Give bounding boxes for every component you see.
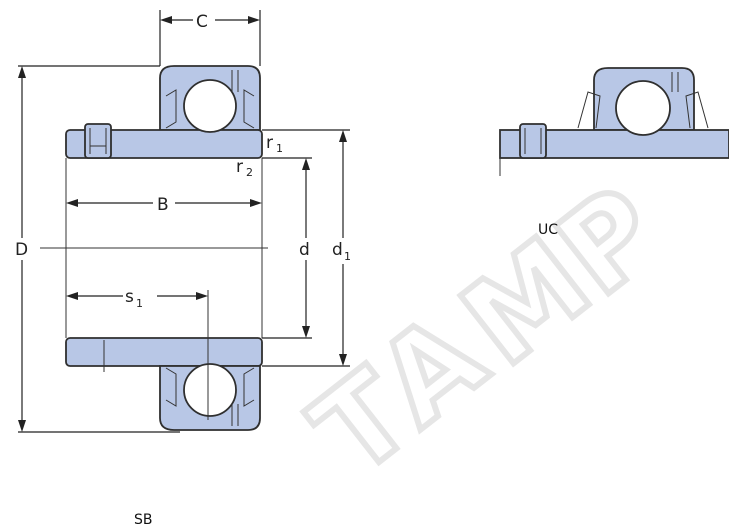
uc-seal-left [577,91,601,129]
label-B: B [157,195,169,215]
inner-ring-top [65,129,263,159]
label-d1: d [332,240,343,260]
dim-d-outer-bg [12,238,32,260]
dim-d-outer-arrow-bottom [18,420,26,432]
dim-d-bg [297,238,315,260]
label-r2-sub: 2 [246,166,253,179]
dim-s1-arrow-left [66,292,78,300]
uc-grub-screw [519,123,547,159]
dim-s1-bg [123,283,157,309]
dim-b-arrow-left [66,199,78,207]
seal-left-top [165,89,177,129]
dim-b-arrow-right [250,199,262,207]
label-s1-sub: 1 [136,297,143,310]
inner-ring-bottom [65,337,263,367]
dim-c-arrow-left [160,16,172,24]
uc-section-view: UC [499,67,729,238]
label-sb: SB [134,512,153,528]
label-d1-sub: 1 [344,250,351,263]
label-r1: r [266,133,273,153]
sb-section-view: D C B s 1 d d [12,8,358,433]
seal-right-top [243,89,255,129]
dim-b-bg [153,191,175,215]
dim-c-bg [193,8,215,32]
watermark: T A M P [285,157,688,505]
dim-s1-arrow-right [196,292,208,300]
label-r1-sub: 1 [276,142,283,155]
label-s1: s [125,287,134,307]
ball-bottom [183,363,237,417]
dim-d-arrow-bottom [302,326,310,338]
label-D: D [15,240,28,260]
seal-left-bottom [165,367,177,407]
uc-seal-right [685,91,709,129]
seal-right-bottom [243,367,255,407]
ball-top [183,79,237,133]
label-d: d [299,240,310,260]
label-C: C [196,12,208,32]
dim-d-arrow-top [302,158,310,170]
uc-ball [615,80,671,136]
dim-c-arrow-right [248,16,260,24]
dim-d1-arrow-bottom [339,354,347,366]
label-uc: UC [538,222,558,238]
label-r2: r [236,157,243,177]
dim-d1-bg [330,238,358,264]
dim-d-outer-arrow-top [18,66,26,78]
grub-screw [84,123,112,159]
dim-d1-arrow-top [339,130,347,142]
